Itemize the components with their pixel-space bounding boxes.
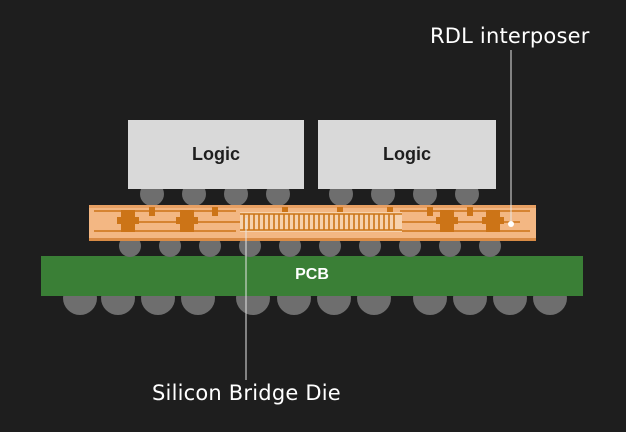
rdl-via-pad [176, 217, 198, 224]
logic-die-right [318, 120, 496, 189]
bridge-body [240, 212, 402, 232]
rdl-stub [387, 207, 393, 216]
rdl-leader-dot [508, 221, 514, 227]
silicon-bridge-die [240, 212, 402, 232]
rdl-via-pad [117, 217, 139, 224]
rdl-stub [212, 207, 218, 216]
rdl-via-pad [482, 217, 504, 224]
rdl-traces [94, 207, 530, 232]
rdl-interposer-label: RDL interposer [430, 24, 590, 48]
rdl-via-pad [436, 217, 458, 224]
rdl-stub [337, 207, 343, 216]
rdl-stub [149, 207, 155, 216]
silicon-bridge-die-label: Silicon Bridge Die [152, 381, 341, 405]
rdl-stub [467, 207, 473, 216]
logic-die-left [128, 120, 304, 189]
rdl-stub [282, 207, 288, 216]
rdl-stub [427, 207, 433, 216]
pcb-label: PCB [295, 266, 329, 283]
pcb-board [41, 256, 583, 296]
